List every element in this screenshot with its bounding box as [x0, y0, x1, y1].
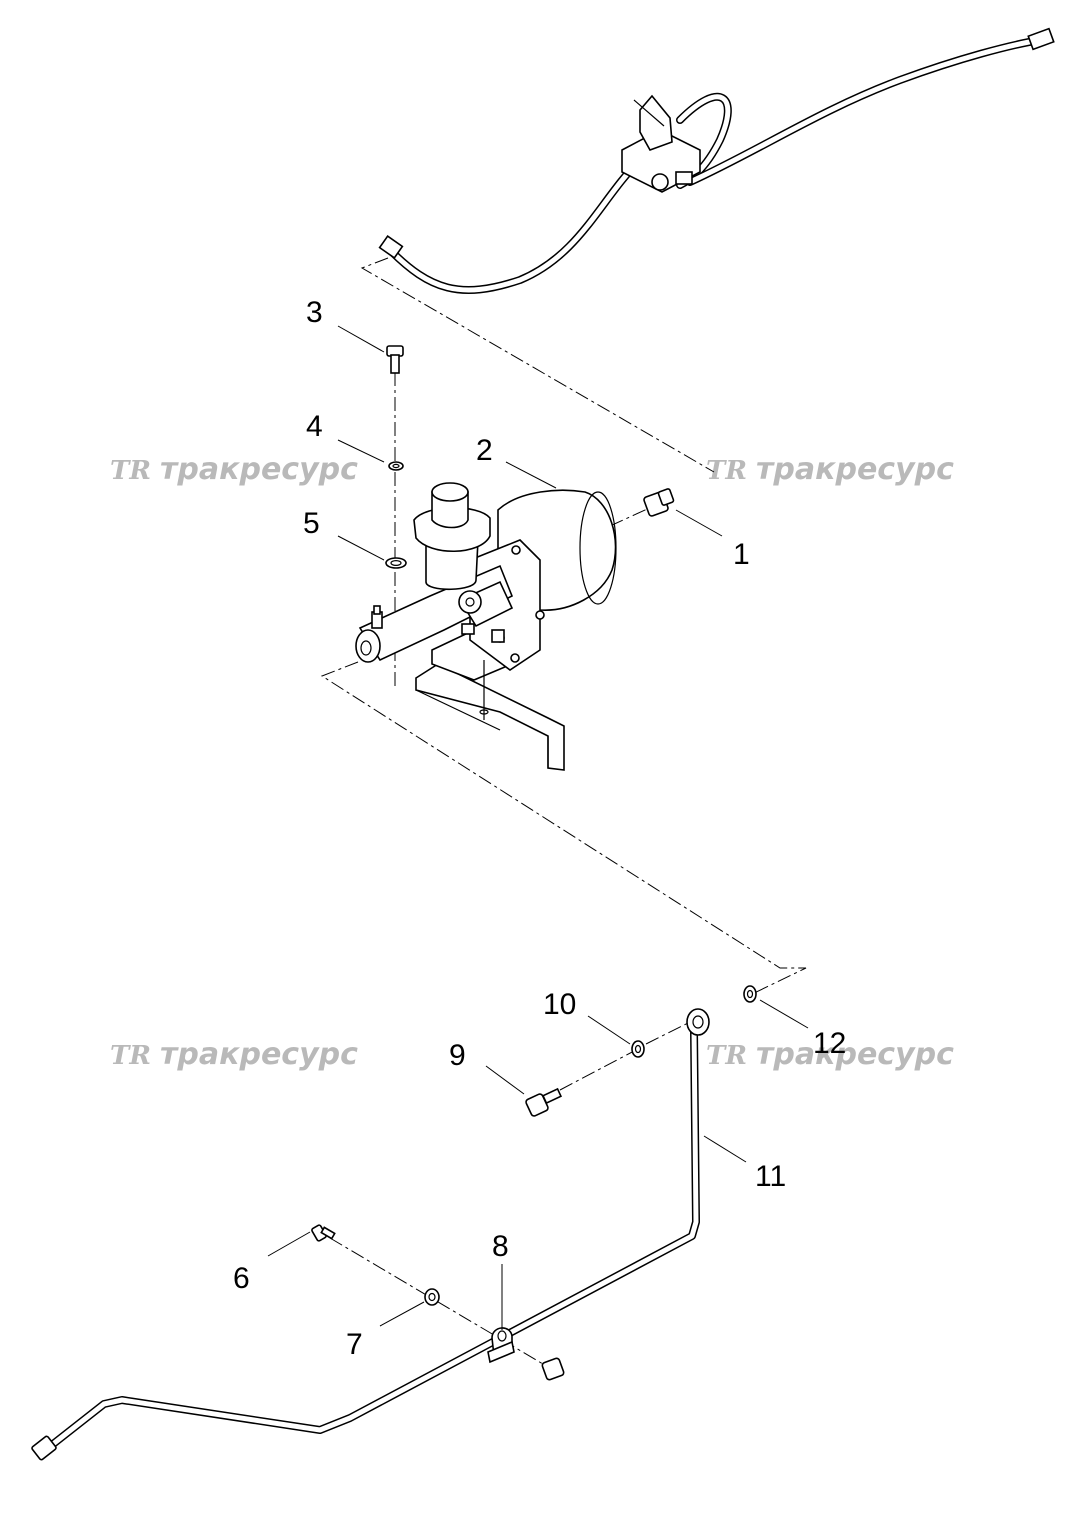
watermark-logo: TR: [706, 1041, 747, 1071]
brake-valve-assembly: [378, 27, 1055, 294]
leader-lines: [267, 325, 809, 1330]
callout-4: 4: [306, 410, 323, 443]
watermark-logo: TR: [110, 1041, 151, 1071]
banjo-bolt-item-9: [525, 1087, 563, 1117]
washer-item-10: [631, 1040, 645, 1058]
callout-3: 3: [306, 296, 323, 329]
bolt-item-6: [311, 1224, 336, 1242]
watermark-text: тракресурс: [756, 452, 954, 487]
brake-booster-item-2: [355, 482, 617, 771]
brake-tube-item-11: [31, 1008, 710, 1461]
callout-12: 12: [813, 1027, 846, 1060]
callout-8: 8: [492, 1230, 509, 1263]
watermark-top-left: TR тракресурс: [110, 452, 358, 487]
washer-item-12: [743, 985, 757, 1003]
fitting-item-1: [643, 488, 675, 517]
watermark-bottom-left: TR тракресурс: [110, 1037, 358, 1072]
callout-10: 10: [543, 988, 576, 1021]
watermark-text: тракресурс: [160, 1037, 358, 1072]
watermark-top-right: TR тракресурс: [706, 452, 954, 487]
washer-item-5: [385, 557, 407, 569]
callout-11: 11: [755, 1160, 786, 1193]
bolt-item-3: [386, 345, 404, 374]
callout-1: 1: [733, 538, 750, 571]
nut: [541, 1357, 565, 1381]
callout-5: 5: [303, 507, 320, 540]
watermark-text: тракресурс: [160, 452, 358, 487]
callout-7: 7: [346, 1328, 363, 1361]
clamp-item-8: [487, 1327, 515, 1364]
watermark-bottom-right: TR тракресурс: [706, 1037, 954, 1072]
callout-labels: 1 2 3 4 5 6 7 8 9 10 11 12: [233, 296, 846, 1361]
callout-6: 6: [233, 1262, 250, 1295]
callout-9: 9: [449, 1039, 466, 1072]
callout-2: 2: [476, 434, 493, 467]
assembly-centerlines: [320, 257, 807, 1368]
watermark-text: тракресурс: [756, 1037, 954, 1072]
watermark-logo: TR: [110, 456, 151, 486]
washer-item-4: [388, 461, 404, 471]
washer-item-7: [424, 1288, 440, 1306]
